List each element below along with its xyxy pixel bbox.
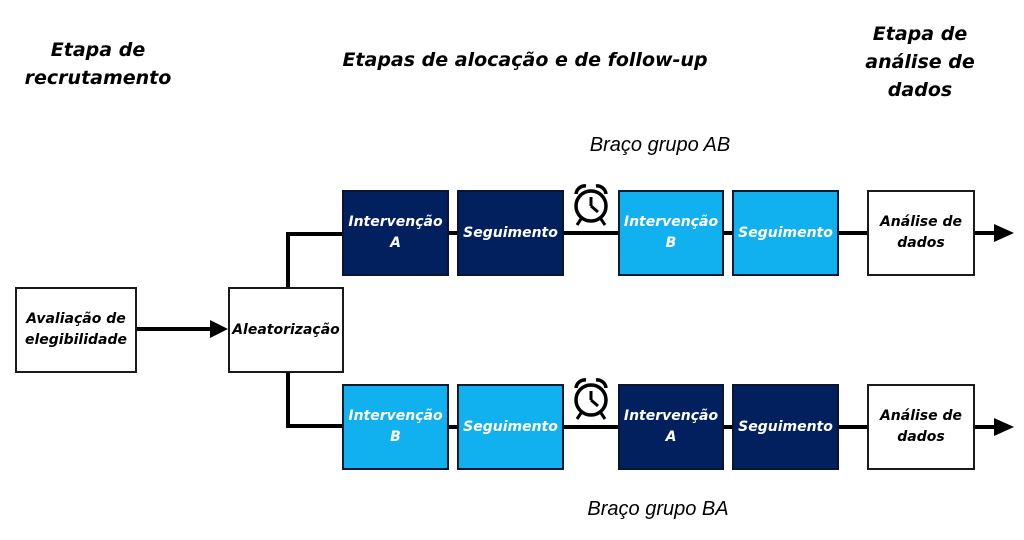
ba-followup-1-label: Seguimento	[463, 418, 558, 435]
arrowhead-randomization	[210, 320, 228, 338]
ab-followup-2-box: Seguimento	[732, 190, 839, 276]
randomization-label: Aleatorização	[232, 321, 340, 338]
branch-ab-label: Braço grupo AB	[589, 134, 731, 156]
recruitment-stage-title: Etapa de recrutamento	[24, 39, 172, 89]
alarm-clock-icon	[574, 184, 608, 226]
ba-analysis-label: Análise de dados	[879, 408, 963, 445]
ab-intervention-b-label: Intervenção B	[623, 214, 719, 251]
ba-intervention-b-label: Intervenção B	[348, 408, 443, 445]
ab-followup-1-box: Seguimento	[457, 190, 564, 276]
ba-output-arrowhead	[994, 418, 1014, 436]
randomization-box: Aleatorização	[228, 287, 344, 373]
ba-followup-2-box: Seguimento	[732, 384, 839, 470]
eligibility-box: Avaliação de elegibilidade	[15, 287, 137, 373]
ab-followup-2-label: Seguimento	[738, 224, 833, 241]
alarm-clock-icon	[574, 378, 608, 420]
ab-intervention-a-box: Intervenção A	[342, 190, 449, 276]
ab-intervention-a-label: Intervenção A	[348, 214, 443, 251]
eligibility-label: Avaliação de elegibilidade	[24, 311, 127, 348]
ba-intervention-b-box: Intervenção B	[342, 384, 449, 470]
ab-intervention-b-box: Intervenção B	[618, 190, 724, 276]
branch-ba-label: Braço grupo BA	[587, 498, 729, 520]
ba-followup-2-label: Seguimento	[738, 418, 833, 435]
ab-analysis-box: Análise de dados	[867, 190, 975, 276]
analysis-stage-title: Etapa de análise de dados	[865, 23, 975, 101]
ba-intervention-a-box: Intervenção A	[618, 384, 724, 470]
ba-followup-1-box: Seguimento	[457, 384, 564, 470]
allocation-stage-title: Etapas de alocação e de follow-up	[342, 49, 708, 71]
ba-analysis-box: Análise de dados	[867, 384, 975, 470]
ab-output-arrowhead	[994, 224, 1014, 242]
ab-analysis-label: Análise de dados	[879, 214, 963, 251]
ab-followup-1-label: Seguimento	[463, 224, 558, 241]
ba-intervention-a-label: Intervenção A	[623, 408, 719, 445]
